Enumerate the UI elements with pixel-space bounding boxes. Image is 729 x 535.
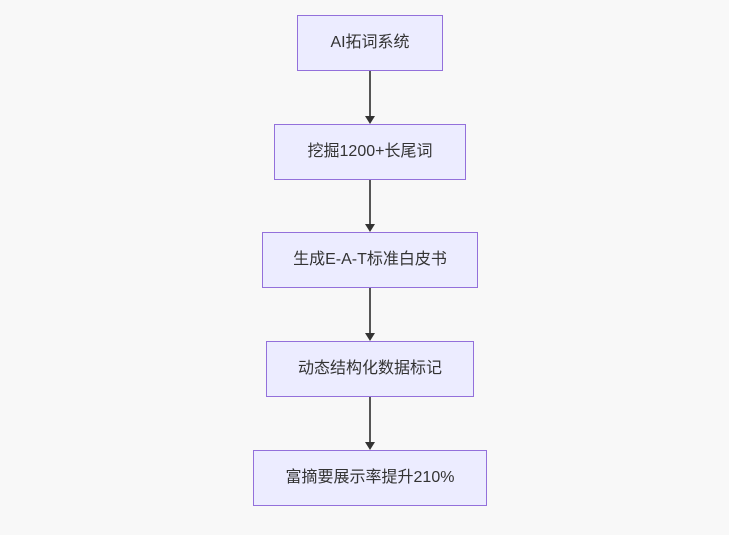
node-label: 富摘要展示率提升210% [285, 469, 455, 486]
flow-edge-1 [364, 71, 376, 124]
arrow-down-icon [365, 442, 375, 450]
flow-edge-2 [364, 180, 376, 232]
node-label: 挖掘1200+长尾词 [307, 143, 433, 160]
arrow-down-icon [365, 116, 375, 124]
arrow-line [369, 180, 371, 224]
arrow-down-icon [365, 333, 375, 341]
flow-node-ai-word-system: AI拓词系统 [297, 15, 443, 71]
flow-edge-4 [364, 397, 376, 450]
flow-node-rich-snippet-result: 富摘要展示率提升210% [253, 450, 487, 506]
node-label: AI拓词系统 [330, 34, 410, 51]
flow-node-eat-whitepaper: 生成E-A-T标准白皮书 [262, 232, 478, 288]
node-label: 生成E-A-T标准白皮书 [293, 251, 447, 268]
flow-node-longtail-mining: 挖掘1200+长尾词 [274, 124, 466, 180]
node-label: 动态结构化数据标记 [297, 360, 442, 377]
arrow-down-icon [365, 224, 375, 232]
flow-edge-3 [364, 288, 376, 341]
flow-node-structured-data: 动态结构化数据标记 [266, 341, 474, 397]
arrow-line [369, 288, 371, 333]
arrow-line [369, 71, 371, 116]
arrow-line [369, 397, 371, 442]
